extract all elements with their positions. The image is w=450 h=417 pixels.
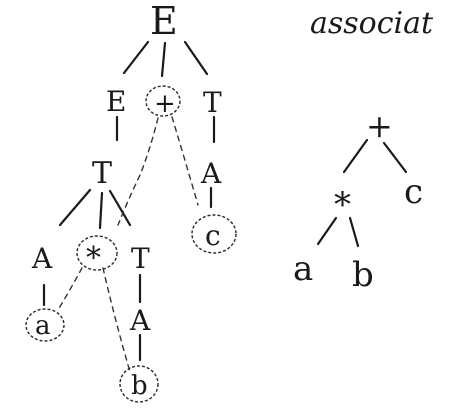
ast-tree: + * c a b — [293, 107, 423, 295]
node-t-mid: T — [92, 156, 112, 191]
dashed-links — [57, 116, 199, 373]
node-t-right: T — [131, 242, 150, 275]
edge-t-a2 — [58, 188, 92, 227]
header-title: associat — [310, 6, 434, 41]
edge-t-t2 — [108, 189, 132, 227]
ast-edge-plus-c — [382, 141, 408, 174]
node-plus: + — [154, 89, 176, 119]
c-blob — [191, 214, 237, 254]
node-a-leaf: a — [35, 311, 51, 341]
ast-node-b: b — [352, 255, 374, 295]
edge-root-t — [183, 40, 209, 76]
parse-tree-nodes: E E + T T A A * T c a A b — [25, 0, 237, 403]
ast-edge-plus-mul — [342, 138, 369, 174]
dash-plus-c — [171, 116, 199, 206]
dash-mul-a — [57, 267, 83, 311]
edge-root-e — [122, 40, 150, 75]
parse-tree-edges — [42, 40, 216, 362]
node-a-right: A — [200, 157, 222, 190]
node-c: c — [205, 219, 221, 252]
a-blob — [25, 308, 65, 342]
node-a-right2: A — [129, 304, 151, 337]
ast-node-a: a — [293, 249, 313, 289]
node-mul: * — [86, 241, 101, 276]
ast-node-mul: * — [334, 185, 351, 225]
dash-mul-b — [102, 267, 131, 373]
node-e: E — [106, 85, 126, 118]
node-b-leaf: b — [131, 371, 148, 401]
ast-node-c: c — [404, 172, 423, 212]
node-t: T — [203, 86, 222, 119]
ast-node-plus: + — [366, 107, 393, 145]
node-a-left: A — [31, 242, 53, 275]
edge-t-mul — [98, 191, 104, 230]
node-root-e: E — [150, 0, 178, 43]
ast-edge-mul-b — [348, 216, 360, 248]
mul-blob — [76, 235, 118, 271]
plus-blob — [145, 85, 181, 117]
ast-edge-mul-a — [316, 216, 338, 246]
b-blob — [119, 365, 159, 403]
edge-root-plus — [160, 41, 167, 78]
dash-plus-mul — [117, 117, 159, 226]
